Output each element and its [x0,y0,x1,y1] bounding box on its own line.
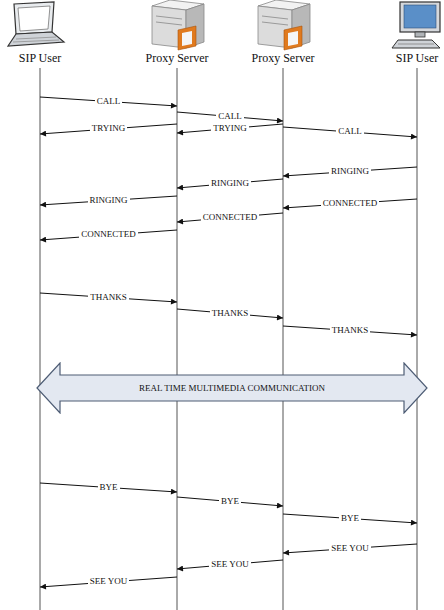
double-arrow-band: REAL TIME MULTIMEDIA COMMUNICATION [36,362,428,414]
message-label: THANKS [330,325,371,335]
message-label: BYE [98,482,120,492]
message-arrow [40,577,177,587]
participant-label: SIP User [396,51,439,65]
message-label: BYE [219,496,241,506]
lifelines [40,68,417,610]
participant-name: SIP User [396,51,439,65]
participant-label: Proxy Server [146,51,209,65]
message-label: SEE YOU [209,559,250,569]
message-label: RINGING [209,178,251,188]
message-arrow [283,127,417,137]
laptop-icon [8,2,64,46]
message-label: THANKS [210,308,251,318]
lifeline [177,68,178,610]
message-arrow [40,230,177,240]
message-label: RINGING [329,166,371,176]
lifeline [417,68,418,610]
message-label: CONNECTED [79,229,138,239]
participant-name: Proxy Server [146,51,209,65]
message-label: CONNECTED [201,212,260,222]
message-label: THANKS [88,292,129,302]
server-icon [258,0,310,50]
desktop-icon [392,2,440,48]
message-label: CALL [336,126,364,136]
lifeline [283,68,284,610]
message-label: CALL [216,111,244,121]
message-label: BYE [339,513,361,523]
band-title: REAL TIME MULTIMEDIA COMMUNICATION [139,383,325,393]
message-label: CONNECTED [321,198,380,208]
participant-name: Proxy Server [252,51,315,65]
message-label: RINGING [88,195,130,205]
participant-label: SIP User [19,51,62,65]
message-label: SEE YOU [329,543,370,553]
participant-label: Proxy Server [252,51,315,65]
message-label: SEE YOU [88,576,129,586]
message-label: TRYING [90,123,128,133]
message-label: TRYING [211,123,249,133]
message-label: CALL [95,96,123,106]
message-arrow [40,124,177,134]
server-icon [152,0,204,50]
participant-name: SIP User [19,51,62,65]
double-arrow-shape [37,363,427,413]
lifeline [40,68,41,610]
